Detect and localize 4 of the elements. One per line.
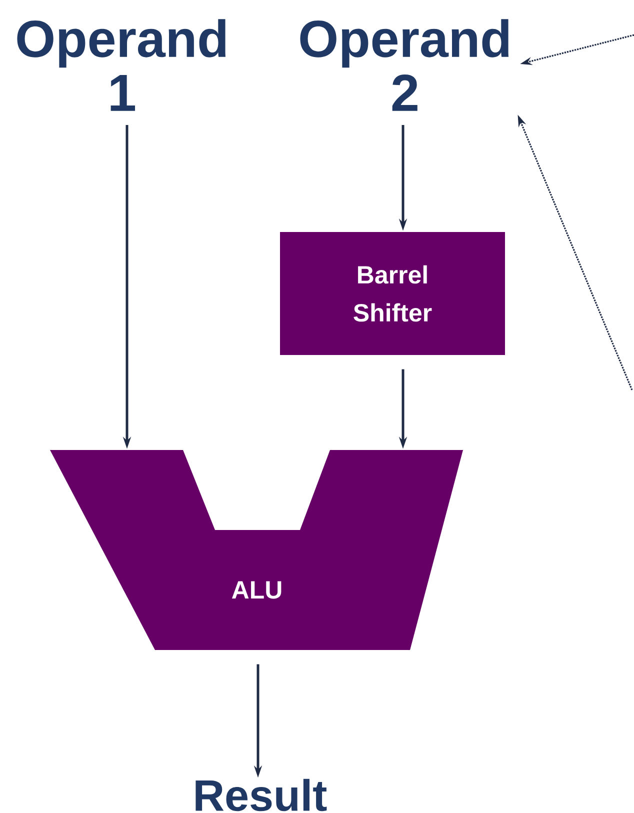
barrel-shifter-box: Barrel Shifter: [280, 232, 505, 355]
operand-label: Operand 1: [17, 19, 226, 111]
operand-label: Operand 2: [300, 19, 508, 111]
result-label: Result: [196, 778, 327, 812]
